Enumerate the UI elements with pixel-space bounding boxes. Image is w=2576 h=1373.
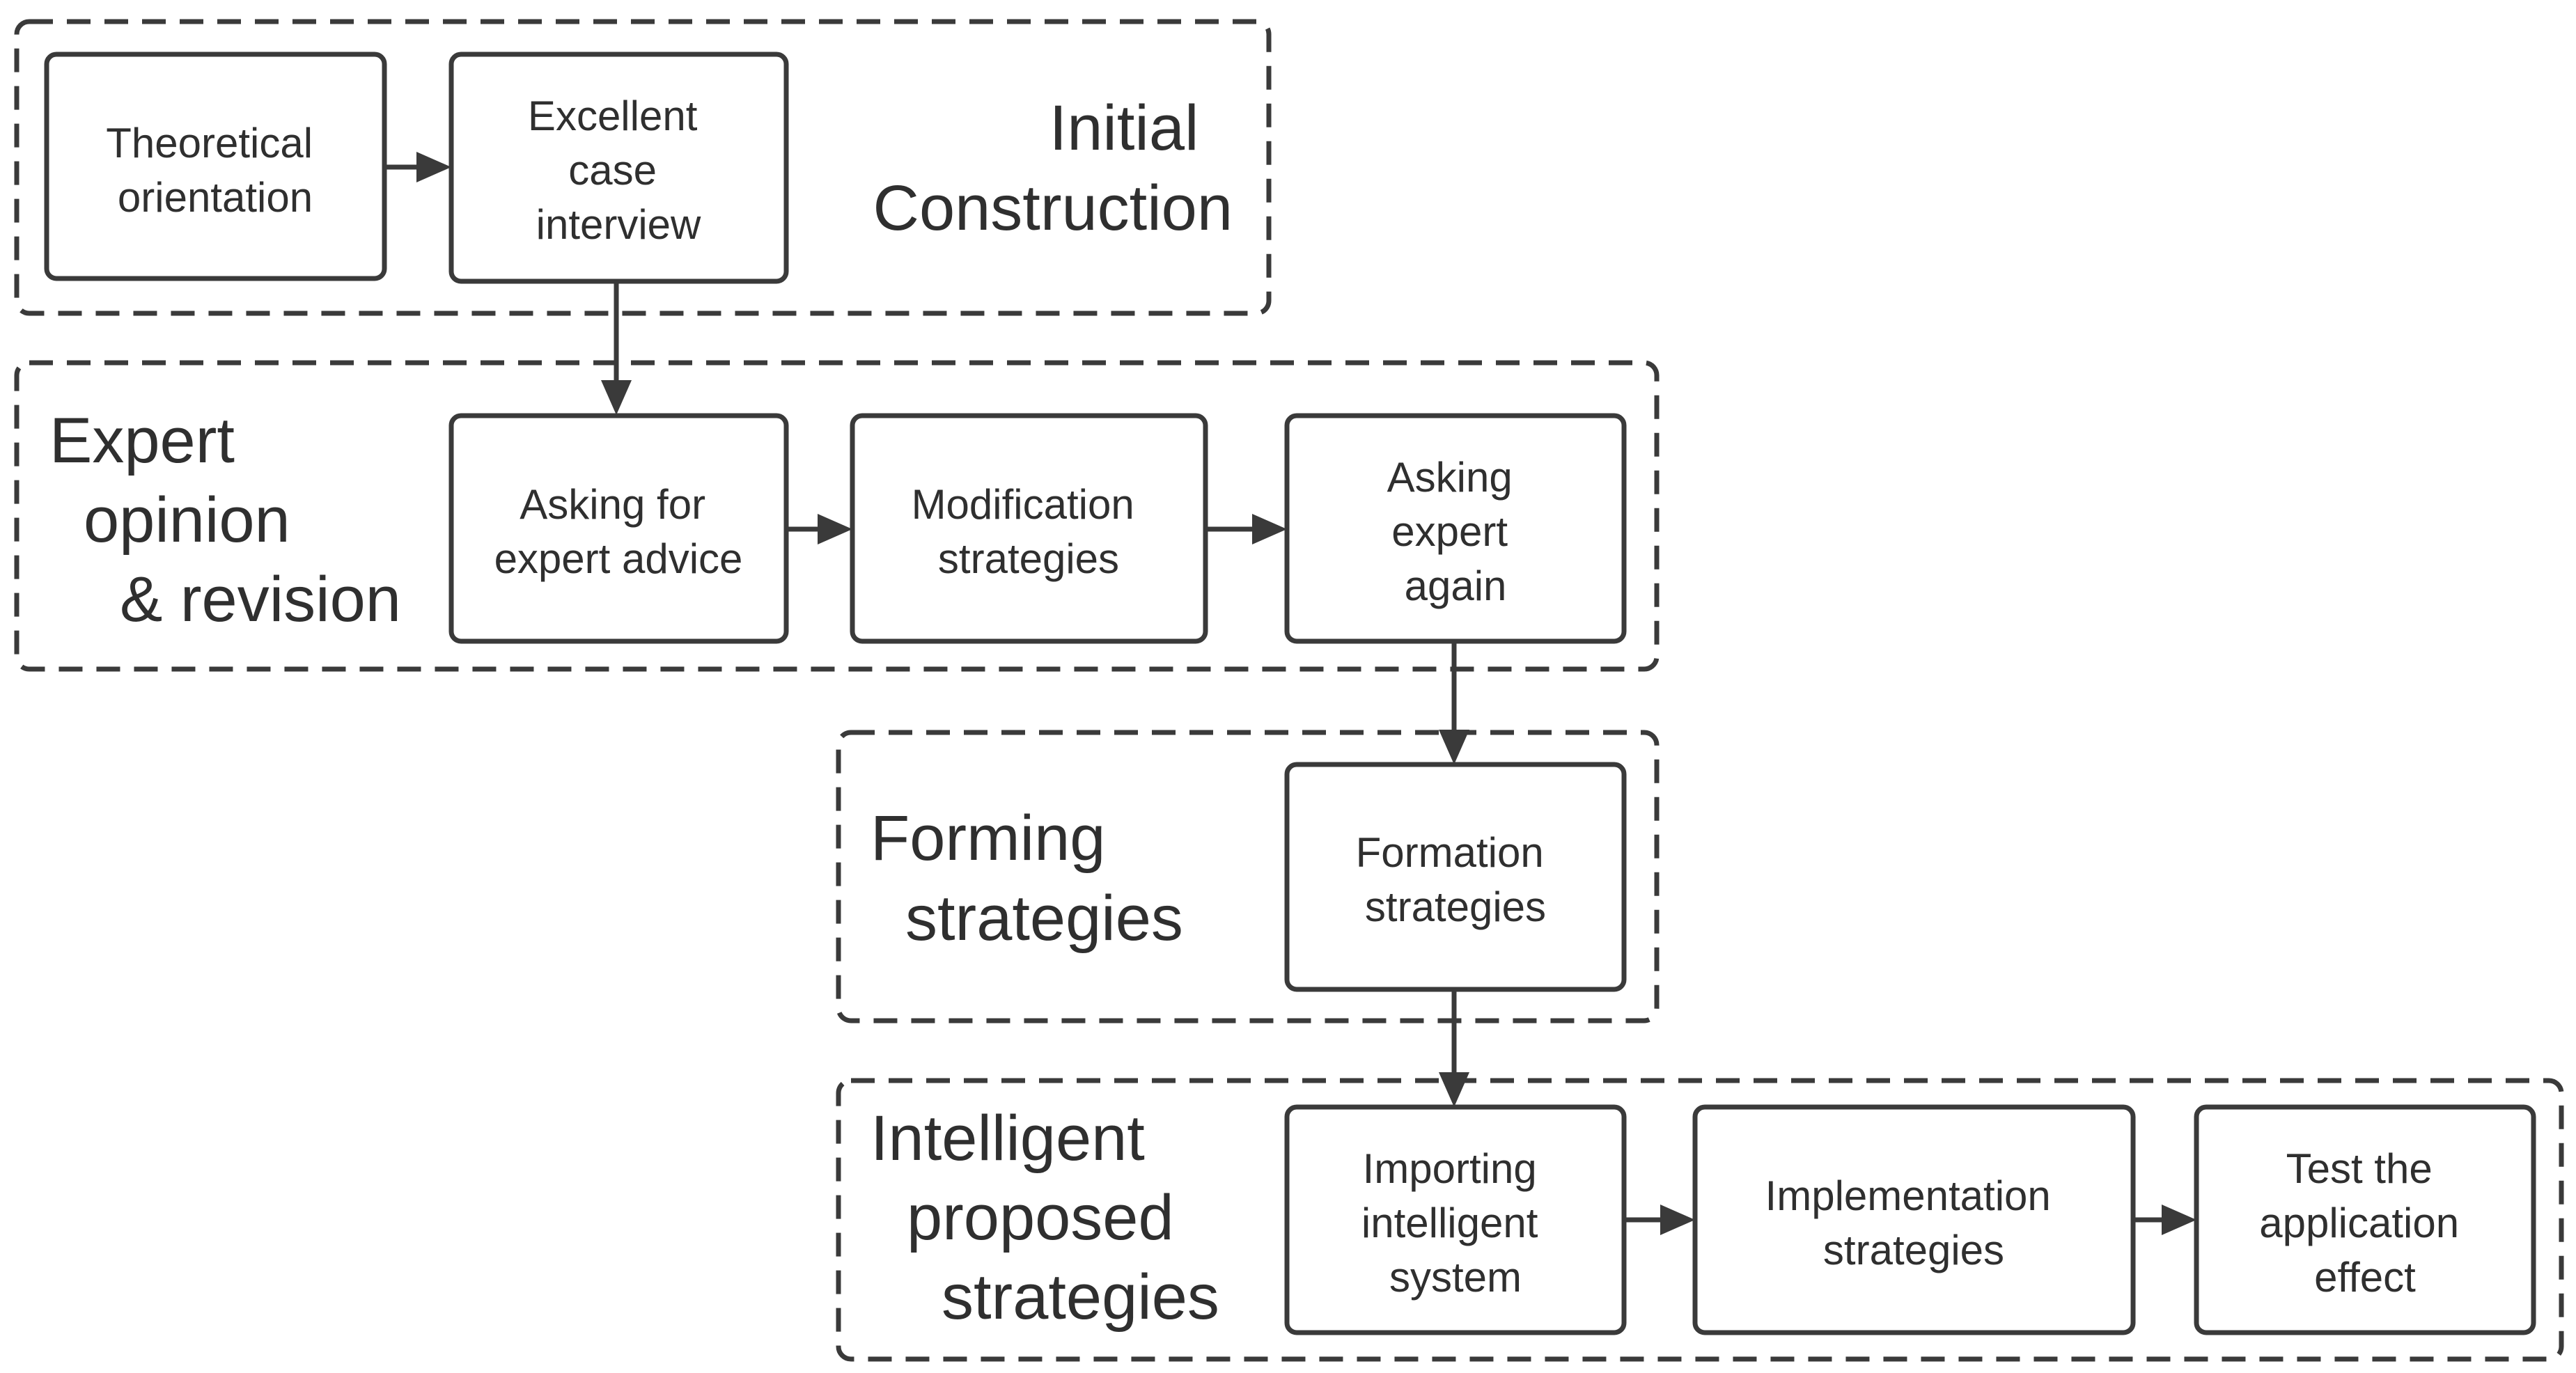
- group-label-line: Expert: [49, 405, 235, 476]
- group-label-line: strategies: [942, 1262, 1219, 1333]
- step-box-asking-for-expert-advice: [448, 413, 789, 644]
- step-label-line: interview: [536, 201, 701, 248]
- step-label-asking-for-expert-advice: Asking for expert advice: [494, 481, 743, 582]
- step-label-line: system: [1389, 1254, 1522, 1301]
- group-label-line: Initial: [1049, 93, 1199, 164]
- arrowhead: [601, 380, 632, 415]
- step-label-line: Implementation: [1765, 1172, 2051, 1219]
- step-label-formation-strategies: Formation strategies: [1356, 829, 1556, 930]
- group-forming-strategies: [836, 730, 1660, 1023]
- step-label-line: Theoretical: [106, 120, 313, 166]
- step-box-modification-strategies: [850, 413, 1208, 644]
- step-label-line: strategies: [1365, 884, 1546, 930]
- step-label-test-the-application-effect: Test the application effect: [2259, 1145, 2471, 1301]
- step-label-line: strategies: [1823, 1227, 2004, 1273]
- step-label-line: intelligent: [1361, 1200, 1538, 1246]
- step-label-line: application: [2259, 1200, 2459, 1246]
- step-label-modification-strategies: Modification strategies: [912, 481, 1146, 582]
- step-label-implementation-strategies: Implementation strategies: [1765, 1172, 2063, 1273]
- group-label-intelligent-proposed-strategies: Intelligent proposed strategies: [871, 1103, 1219, 1333]
- step-label-line: expert: [1391, 508, 1508, 555]
- step-box-theoretical-orientation: [44, 52, 387, 281]
- arrowhead: [1252, 514, 1287, 544]
- step-label-asking-expert-again: Asking expert again: [1387, 454, 1524, 609]
- step-label-importing-intelligent-system: Importing intelligent system: [1361, 1145, 1549, 1301]
- step-label-line: again: [1405, 563, 1507, 609]
- step-box-formation-strategies: [1284, 762, 1627, 992]
- group-intelligent-proposed-strategies: [836, 1078, 2564, 1362]
- step-box-importing-intelligent-system: [1284, 1104, 1627, 1335]
- step-label-line: Importing: [1363, 1145, 1537, 1192]
- step-label-line: Test the: [2286, 1145, 2433, 1192]
- step-box-implementation-strategies: [1692, 1104, 2136, 1335]
- step-label-line: expert advice: [494, 535, 743, 582]
- group-label-line: opinion: [84, 485, 290, 556]
- arrowhead: [1660, 1205, 1695, 1235]
- step-label-line: case: [568, 147, 657, 194]
- step-label-line: effect: [2314, 1254, 2416, 1301]
- group-label-line: Forming: [871, 803, 1105, 874]
- step-label-theoretical-orientation: Theoretical orientation: [106, 120, 324, 221]
- group-label-initial-construction: Initial Construction: [873, 93, 1233, 244]
- group-label-line: Intelligent: [871, 1103, 1145, 1174]
- step-label-line: Modification: [912, 481, 1134, 528]
- step-label-line: Formation: [1356, 829, 1544, 876]
- step-label-line: strategies: [938, 535, 1119, 582]
- arrowhead: [2162, 1205, 2196, 1235]
- step-box-excellent-case-interview: [448, 52, 789, 284]
- arrowhead: [416, 152, 451, 182]
- arrowhead: [1439, 730, 1469, 764]
- group-label-line: Construction: [873, 173, 1233, 244]
- group-initial-construction: [14, 19, 1272, 316]
- step-label-line: Excellent: [528, 93, 698, 139]
- step-label-excellent-case-interview: Excellent case interview: [528, 93, 709, 248]
- group-label-line: & revision: [120, 564, 401, 635]
- arrowhead: [818, 514, 852, 544]
- step-box-test-the-application-effect: [2194, 1104, 2536, 1335]
- group-label-expert-opinion-revision: Expert opinion & revision: [49, 405, 401, 635]
- group-label-line: proposed: [907, 1182, 1174, 1253]
- group-label-forming-strategies: Forming strategies: [871, 803, 1183, 954]
- step-box-asking-expert-again: [1284, 413, 1627, 644]
- group-expert-opinion-revision: [14, 360, 1660, 672]
- step-label-line: Asking for: [520, 481, 705, 528]
- step-label-line: Asking: [1387, 454, 1513, 501]
- arrowhead: [1439, 1072, 1469, 1107]
- step-label-line: orientation: [118, 174, 313, 221]
- group-label-line: strategies: [905, 883, 1183, 954]
